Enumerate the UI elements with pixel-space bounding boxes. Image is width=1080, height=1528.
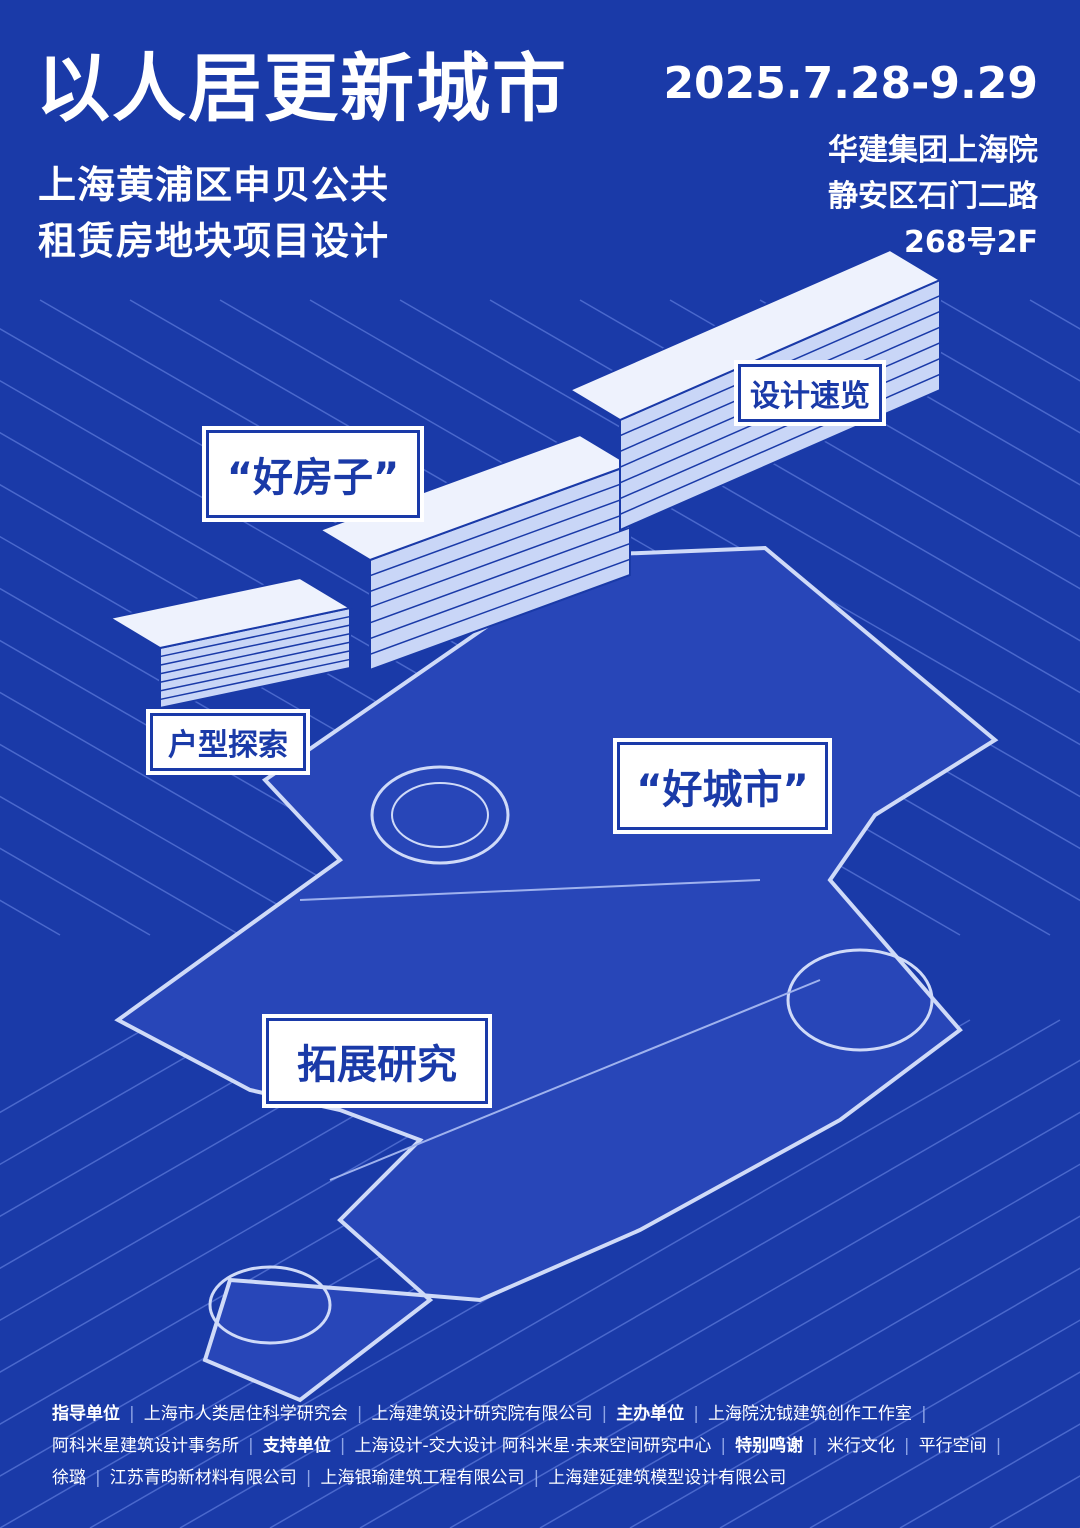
bubble-unit-exploration: 户型探索 xyxy=(150,713,306,771)
middle-block-roof xyxy=(317,433,633,562)
middle-block-floor-line xyxy=(369,542,631,640)
credit-role-label: 指导单位 xyxy=(52,1404,120,1424)
west-block-roof xyxy=(107,576,353,650)
east-block-floor-line xyxy=(619,373,941,515)
oval-court xyxy=(786,948,934,1052)
credit-separator: | xyxy=(356,1404,363,1424)
credit-separator: | xyxy=(903,1436,910,1456)
background-street-line xyxy=(0,691,421,936)
background-street-line xyxy=(179,1019,1061,1528)
middle-block-floor-line xyxy=(369,495,631,593)
background-street-line xyxy=(0,1019,341,1218)
background-street-line xyxy=(849,299,1080,434)
bubble-extended-research: 拓展研究 xyxy=(266,1018,488,1104)
bubble-design-overview: 设计速览 xyxy=(738,364,882,422)
credit-organization: 上海建筑设计研究院有限公司 xyxy=(371,1404,593,1424)
circular-pavilion xyxy=(370,765,510,865)
credit-organization: 徐璐 xyxy=(52,1468,86,1488)
credit-organization: 上海设计-交大设计 阿科米星·未来空间研究中心 xyxy=(354,1436,712,1456)
credit-separator: | xyxy=(305,1468,312,1488)
credit-organization: 阿科米星建筑设计事务所 xyxy=(52,1436,239,1456)
background-street-line xyxy=(899,1423,1080,1528)
exhibition-title: 以人居更新城市 xyxy=(36,46,568,132)
credit-organization: 上海建延建筑模型设计有限公司 xyxy=(548,1468,787,1488)
plaza-path xyxy=(299,879,761,901)
background-street-line xyxy=(309,299,1080,746)
background-street-line xyxy=(759,299,1080,486)
east-block-floor-line xyxy=(619,357,941,500)
credit-separator: | xyxy=(812,1436,818,1456)
venue-line1: 华建集团上海院 xyxy=(828,133,1038,168)
credit-organization: 米行文化 xyxy=(826,1436,895,1456)
middle-block-floor-line xyxy=(369,527,631,624)
middle-block-floor-line xyxy=(369,480,631,577)
middle-block-floor-line xyxy=(369,511,631,608)
background-street-line xyxy=(0,743,331,936)
credit-separator: | xyxy=(248,1436,254,1456)
credit-separator: | xyxy=(533,1468,540,1488)
circular-pavilion-inner xyxy=(391,782,489,848)
west-block-floor-line xyxy=(159,615,351,658)
west-block-floor-line xyxy=(159,624,351,666)
venue-line3: 268号2F xyxy=(904,225,1038,260)
east-block-roof xyxy=(567,248,943,422)
credit-organization: 江苏青昀新材料有限公司 xyxy=(109,1468,297,1488)
credit-separator: | xyxy=(995,1436,1002,1456)
background-street-line xyxy=(719,1319,1080,1528)
credit-organization: 上海市人类居住科学研究会 xyxy=(143,1404,348,1424)
credit-separator: | xyxy=(720,1436,727,1456)
background-street-line xyxy=(939,299,1080,382)
plaza-path xyxy=(329,979,821,1181)
round-plaza xyxy=(208,1265,332,1345)
credits: 指导单位 | 上海市人类居住科学研究会 | 上海建筑设计研究院有限公司 | 主办单位 | 上海院… xyxy=(52,1398,1042,1494)
credit-separator: | xyxy=(693,1404,699,1424)
west-block-floor-line xyxy=(159,641,351,684)
middle-block-floor-line xyxy=(369,558,631,655)
bubble-good-city: “好城市” xyxy=(617,742,828,830)
background-street-line xyxy=(399,299,1080,694)
background-street-line xyxy=(0,795,241,936)
background-street-line xyxy=(1029,299,1080,330)
background-street-line xyxy=(269,1059,1080,1528)
credit-separator: | xyxy=(129,1404,135,1424)
exhibition-dates: 2025.7.28-9.29 xyxy=(663,58,1038,109)
background-street-line xyxy=(0,1019,161,1114)
credit-organization: 平行空间 xyxy=(918,1436,987,1456)
bubble-good-house: “好房子” xyxy=(206,430,420,518)
background-street-line xyxy=(0,1019,251,1166)
project-subtitle-line2: 租赁房地块项目设计 xyxy=(38,219,390,263)
background-street-line xyxy=(449,1163,1080,1528)
credit-separator: | xyxy=(339,1436,346,1456)
background-street-line xyxy=(539,1215,1080,1528)
background-street-line xyxy=(809,1371,1080,1528)
west-block-floor-line xyxy=(159,650,351,692)
credit-separator: | xyxy=(95,1468,101,1488)
credit-role-label: 支持单位 xyxy=(262,1436,331,1456)
credit-organization: 上海院沈钺建筑创作工作室 xyxy=(707,1404,912,1424)
project-subtitle-line1: 上海黄浦区申贝公共 xyxy=(38,163,390,207)
west-block-floor-line xyxy=(159,632,351,675)
background-street-line xyxy=(359,1111,1080,1528)
credit-organization: 上海银瑜建筑工程有限公司 xyxy=(320,1468,525,1488)
credit-separator: | xyxy=(920,1404,927,1424)
credit-separator: | xyxy=(601,1404,608,1424)
background-street-line xyxy=(0,1019,431,1270)
west-block-floor-line xyxy=(159,658,351,701)
credit-role-label: 主办单位 xyxy=(616,1404,685,1424)
credit-role-label: 特别鸣谢 xyxy=(735,1436,804,1456)
venue-line2: 静安区石门二路 xyxy=(828,179,1038,214)
background-street-line xyxy=(629,1267,1080,1528)
